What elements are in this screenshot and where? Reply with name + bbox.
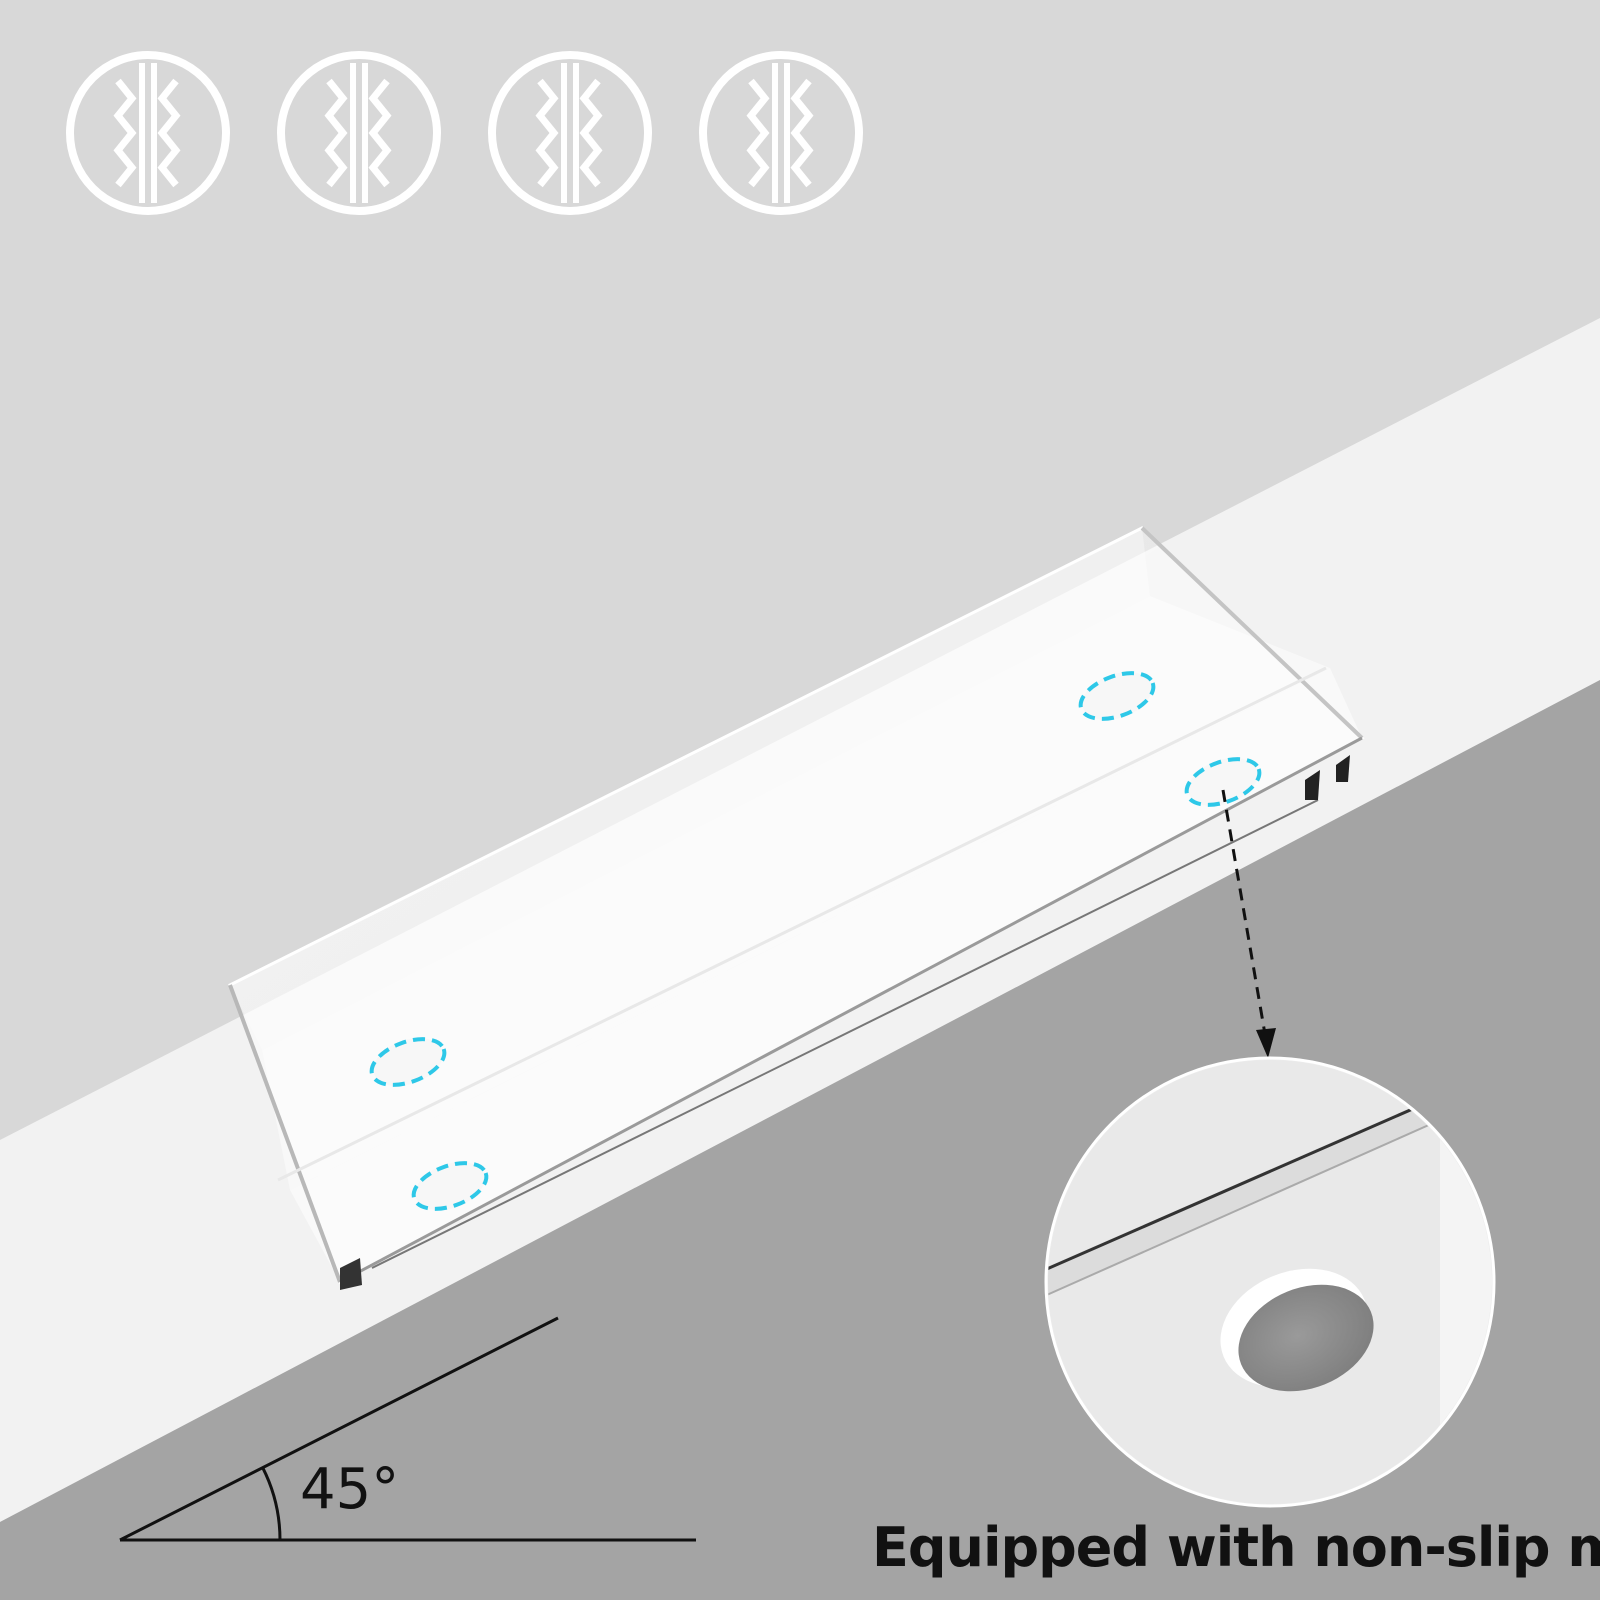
angle-slope-line [119,1316,559,1542]
angle-diagram [119,1316,696,1542]
non-slip-icon [277,51,441,215]
icon-row [66,51,863,215]
non-slip-mat [1238,1284,1374,1392]
angle-label: 45° [300,1457,400,1522]
mat-marker [1078,671,1156,721]
zoom-detail [1044,1056,1496,1508]
non-slip-icon [699,51,863,215]
non-slip-icon [488,51,652,215]
mat-marker [411,1161,489,1211]
mat-marker [369,1037,447,1087]
mat-marker [1184,757,1262,807]
pointer-arrow [1221,789,1276,1058]
feature-caption: Equipped with non-slip mat [872,1516,1600,1579]
non-slip-icon [66,51,230,215]
acrylic-tray [228,526,1365,1290]
angle-arc [261,1466,282,1541]
